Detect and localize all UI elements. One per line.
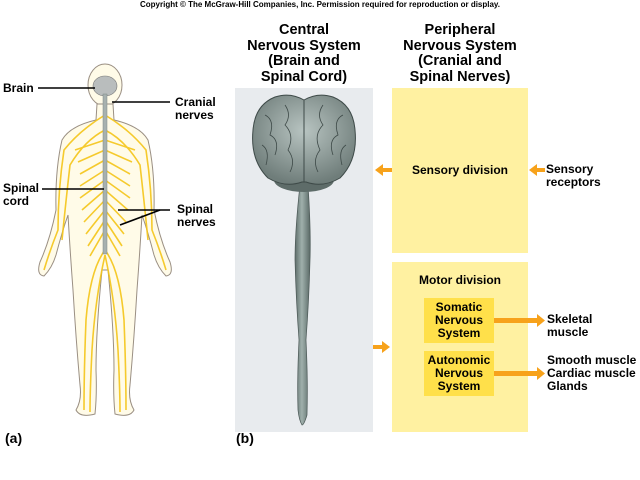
smooth-muscle-label: Smooth muscle <box>547 353 637 367</box>
sensory-receptors-line2: receptors <box>546 175 601 189</box>
skeletal-muscle-label: Skeletal muscle <box>547 313 592 339</box>
cranial-nerves-label: Cranial nerves <box>175 96 216 122</box>
spinal-nerves-label: Spinal nerves <box>177 203 216 229</box>
arrow-sensory-to-cns <box>375 164 392 176</box>
spinal-cord-small <box>102 93 108 255</box>
autonomic-line3: System <box>437 379 481 393</box>
arrow-autonomic-to-targets <box>494 367 545 380</box>
glands-label: Glands <box>547 379 588 393</box>
panel-b-tag: (b) <box>236 430 254 446</box>
sensory-division-label: Sensory division <box>411 163 509 177</box>
pns-heading-line1: Peripheral <box>424 22 496 38</box>
spinal-cord <box>294 184 311 426</box>
autonomic-line1: Autonomic <box>427 353 491 367</box>
cns-heading: Central Nervous System (Brain and Spinal… <box>235 22 373 85</box>
cns-heading-line2: Nervous System <box>247 37 361 54</box>
somatic-line1: Somatic <box>435 300 483 314</box>
arrow-somatic-to-skeletal <box>494 314 545 327</box>
copyright-notice: Copyright © The McGraw-Hill Companies, I… <box>139 0 501 9</box>
pns-heading: Peripheral Nervous System (Cranial and S… <box>385 22 535 85</box>
autonomic-line2: Nervous <box>434 366 483 380</box>
spinal-cord-label: Spinal cord <box>3 182 39 208</box>
sensory-division-box: Sensory division <box>392 88 528 253</box>
cranial-nerves-label-line1: Cranial <box>175 95 216 109</box>
autonomic-targets-label: Smooth muscle Cardiac muscle Glands <box>547 354 636 393</box>
sensory-receptors-line1: Sensory <box>546 162 594 176</box>
arrow-receptors-to-sensory <box>529 164 545 176</box>
arrow-cns-to-motor <box>373 341 390 353</box>
somatic-line2: Nervous <box>434 313 484 327</box>
motor-division-box: Motor division <box>392 262 528 432</box>
cns-heading-line1: Central <box>279 22 329 38</box>
somatic-line3: System <box>437 326 481 340</box>
cardiac-muscle-label: Cardiac muscle <box>547 366 636 380</box>
sensory-receptors-label: Sensory receptors <box>546 163 601 189</box>
spinal-cord-label-line2: cord <box>3 194 30 208</box>
motor-division-label: Motor division <box>419 273 501 287</box>
cns-heading-line3: (Brain and <box>268 53 340 69</box>
brain-label: Brain <box>3 81 34 95</box>
pns-heading-line3: (Cranial and <box>418 53 502 69</box>
cns-heading-line4: Spinal Cord) <box>260 68 348 85</box>
spinal-cord-label-line1: Spinal <box>3 181 40 195</box>
panel-a-tag: (a) <box>5 430 23 446</box>
spinal-nerves-label-line2: nerves <box>177 215 216 229</box>
brain-gyri <box>261 104 347 173</box>
spinal-nerves-label-line1: Spinal <box>177 202 214 216</box>
peripheral-nerves <box>43 114 167 413</box>
autonomic-nervous-system-box: Autonomic Nervous System <box>424 351 494 396</box>
skeletal-muscle-line2: muscle <box>547 325 589 339</box>
skeletal-muscle-line1: Skeletal <box>547 312 593 326</box>
pns-heading-line2: Nervous System <box>403 37 517 54</box>
cranial-nerves-label-line2: nerves <box>175 108 214 122</box>
somatic-nervous-system-box: Somatic Nervous System <box>424 298 494 343</box>
pns-heading-line4: Spinal Nerves) <box>409 68 511 85</box>
leader-lines <box>38 87 170 226</box>
